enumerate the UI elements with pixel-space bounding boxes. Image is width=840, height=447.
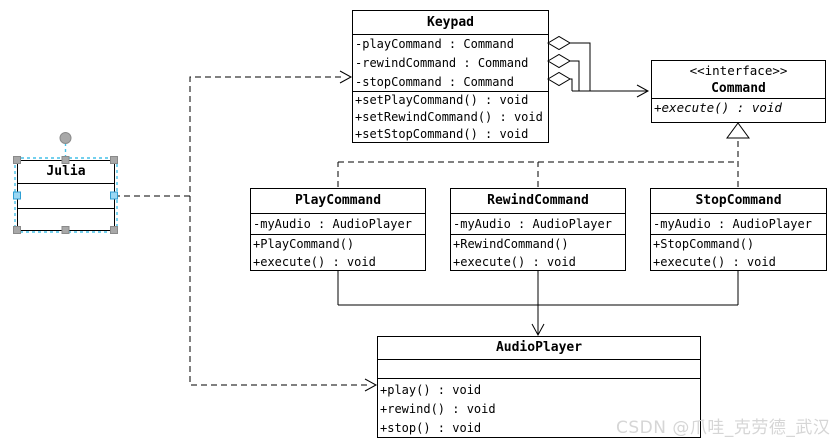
open-arrowhead-icon	[364, 378, 378, 392]
commands-to-audioplayer-association-connector[interactable]	[337, 270, 739, 337]
resize-handle-top-right[interactable]	[110, 156, 118, 164]
resize-handle-bottom-middle[interactable]	[61, 226, 70, 234]
attributes-compartment-empty	[378, 359, 700, 378]
aggregation-diamond-icon	[547, 53, 571, 69]
attributes-compartment: -playCommand : Command -rewindCommand : …	[353, 34, 548, 91]
method-row: +execute() : void	[654, 100, 782, 115]
class-name-audioplayer: AudioPlayer	[495, 340, 583, 355]
resize-handle-bottom-right[interactable]	[110, 226, 118, 234]
julia-selection-handles[interactable]	[13, 132, 118, 234]
attribute-row: -myAudio : AudioPlayer	[253, 217, 412, 231]
method-row: +execute() : void	[253, 255, 376, 269]
method-row: +execute() : void	[653, 255, 776, 269]
methods-compartment: +execute() : void	[652, 98, 825, 122]
class-name-keypad: Keypad	[427, 15, 474, 30]
attributes-compartment-empty	[18, 183, 114, 208]
methods-compartment: +play() : void +rewind() : void +stop() …	[378, 378, 700, 437]
class-name-stopcommand: StopCommand	[695, 193, 782, 208]
keypad-to-command-aggregation-connector[interactable]	[547, 35, 650, 98]
attribute-row: -rewindCommand : Command	[355, 56, 529, 70]
class-box-playcommand[interactable]: PlayCommand -myAudio : AudioPlayer +Play…	[250, 188, 426, 271]
class-box-keypad[interactable]: Keypad -playCommand : Command -rewindCom…	[352, 10, 549, 143]
class-name-command: Command	[711, 81, 766, 96]
methods-compartment: +StopCommand() +execute() : void	[651, 234, 826, 270]
class-box-rewindcommand[interactable]: RewindCommand -myAudio : AudioPlayer +Re…	[450, 188, 626, 271]
attribute-row: -stopCommand : Command	[355, 75, 514, 89]
julia-to-keypad-dependency-connector[interactable]	[114, 70, 353, 197]
class-name-julia: Julia	[46, 164, 86, 179]
method-row: +play() : void	[380, 383, 482, 397]
resize-handle-bottom-left[interactable]	[13, 226, 21, 234]
methods-compartment: +setPlayCommand() : void +setRewindComma…	[353, 91, 548, 142]
method-row: +PlayCommand()	[253, 237, 355, 251]
stereotype-label: <<interface>>	[689, 63, 788, 78]
method-row: +StopCommand()	[653, 237, 755, 251]
open-arrowhead-icon	[531, 323, 545, 337]
selection-outline	[14, 157, 118, 233]
connection-handle-middle-right[interactable]	[110, 191, 118, 200]
csdn-watermark: CSDN @爪哇_克劳德_武汉	[616, 418, 831, 438]
rotation-handle[interactable]	[59, 132, 72, 144]
class-box-command-interface[interactable]: <<interface>> Command +execute() : void	[651, 60, 826, 123]
method-row: +RewindCommand()	[453, 237, 569, 251]
aggregation-diamond-icon	[547, 35, 571, 51]
attributes-compartment: -myAudio : AudioPlayer	[651, 213, 826, 234]
attribute-row: -playCommand : Command	[355, 37, 514, 51]
class-name-rewindcommand: RewindCommand	[487, 193, 589, 208]
methods-compartment: +RewindCommand() +execute() : void	[451, 234, 625, 270]
hollow-triangle-arrowhead-icon	[726, 122, 750, 139]
class-name-playcommand: PlayCommand	[294, 193, 382, 208]
connection-handle-middle-left[interactable]	[13, 191, 21, 200]
attribute-row: -myAudio : AudioPlayer	[453, 217, 612, 231]
resize-handle-top-middle[interactable]	[61, 156, 70, 164]
method-row: +setRewindCommand() : void	[355, 110, 543, 124]
open-arrowhead-icon	[636, 84, 650, 98]
open-arrowhead-icon	[339, 70, 353, 84]
method-row: +setStopCommand() : void	[355, 127, 529, 141]
attribute-row: -myAudio : AudioPlayer	[653, 217, 812, 231]
method-row: +setPlayCommand() : void	[355, 93, 529, 107]
resize-handle-top-left[interactable]	[13, 156, 21, 164]
methods-compartment-empty	[18, 208, 114, 230]
method-row: +rewind() : void	[380, 402, 496, 416]
attributes-compartment: -myAudio : AudioPlayer	[251, 213, 425, 234]
class-header: <<interface>> Command	[652, 61, 825, 98]
attributes-compartment: -myAudio : AudioPlayer	[451, 213, 625, 234]
aggregation-diamond-icon	[547, 71, 571, 87]
method-row: +stop() : void	[380, 421, 482, 435]
method-row: +execute() : void	[453, 255, 576, 269]
methods-compartment: +PlayCommand() +execute() : void	[251, 234, 425, 270]
commands-realize-command-connector[interactable]	[337, 122, 750, 187]
julia-to-audioplayer-dependency-connector[interactable]	[189, 196, 378, 392]
class-box-audioplayer[interactable]: AudioPlayer +play() : void +rewind() : v…	[377, 336, 701, 438]
